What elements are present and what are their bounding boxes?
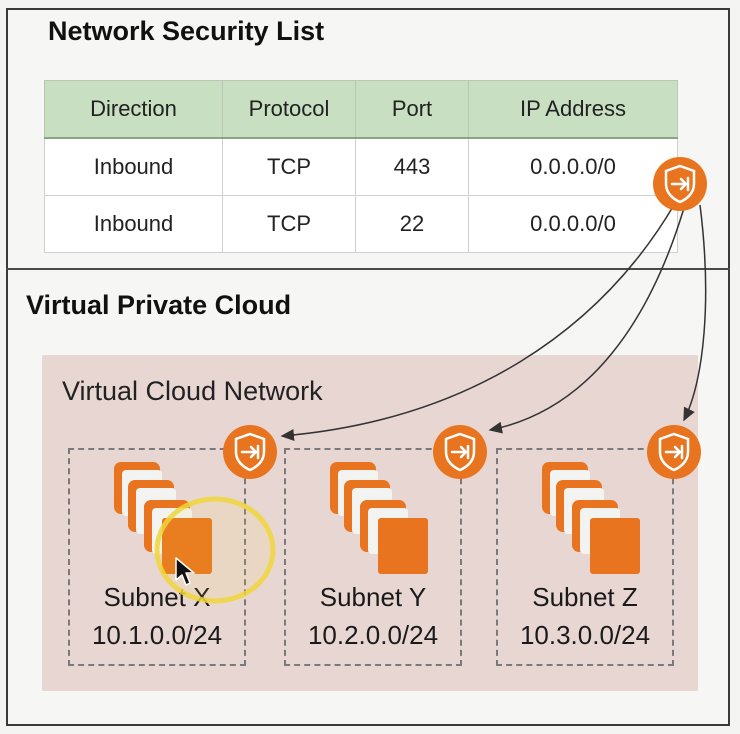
subnet-z-box[interactable]: Subnet Z 10.3.0.0/24 xyxy=(496,448,674,666)
cell-protocol: TCP xyxy=(222,137,356,196)
subnet-cidr: 10.2.0.0/24 xyxy=(307,620,439,650)
subnet-name: Subnet Z xyxy=(532,582,638,612)
table-row: Inbound TCP 22 0.0.0.0/0 xyxy=(44,195,678,253)
subnet-y-box[interactable]: Subnet Y 10.2.0.0/24 xyxy=(284,448,462,666)
subnet-cidr: 10.1.0.0/24 xyxy=(91,620,223,650)
table-header-row: Direction Protocol Port IP Address xyxy=(44,80,678,139)
cell-direction: Inbound xyxy=(44,195,223,253)
security-list-title: Network Security List xyxy=(48,16,325,46)
arrow-to-subnet-y xyxy=(488,207,685,434)
cell-ip-address: 0.0.0.0/0 xyxy=(468,195,678,253)
subnet-cidr: 10.3.0.0/24 xyxy=(519,620,651,650)
cell-port: 22 xyxy=(355,195,469,253)
section-divider xyxy=(6,268,730,270)
header-ip-address: IP Address xyxy=(468,80,678,139)
cell-protocol: TCP xyxy=(222,195,356,253)
arrow-to-subnet-z xyxy=(683,204,707,422)
mouse-pointer-icon xyxy=(175,557,195,586)
cell-direction: Inbound xyxy=(44,137,223,196)
cell-port: 443 xyxy=(355,137,469,196)
security-list-shield-icon[interactable] xyxy=(652,156,708,212)
header-protocol: Protocol xyxy=(222,80,356,139)
table-row: Inbound TCP 443 0.0.0.0/0 xyxy=(44,137,678,196)
subnet-z-shield-icon[interactable] xyxy=(646,424,702,480)
arrow-to-subnet-x xyxy=(280,204,675,441)
stacked-instances-icon xyxy=(542,462,640,574)
subnet-name: Subnet Y xyxy=(319,582,427,612)
subnet-y-shield-icon[interactable] xyxy=(432,424,488,480)
stacked-instances-icon xyxy=(330,462,428,574)
vpc-title: Virtual Private Cloud xyxy=(26,290,292,320)
security-rules-table: Direction Protocol Port IP Address Inbou… xyxy=(44,80,678,253)
subnet-x-shield-icon[interactable] xyxy=(222,424,278,480)
vcn-label: Virtual Cloud Network xyxy=(62,376,323,406)
header-port: Port xyxy=(355,80,469,139)
cursor-highlight-ring xyxy=(154,496,276,604)
